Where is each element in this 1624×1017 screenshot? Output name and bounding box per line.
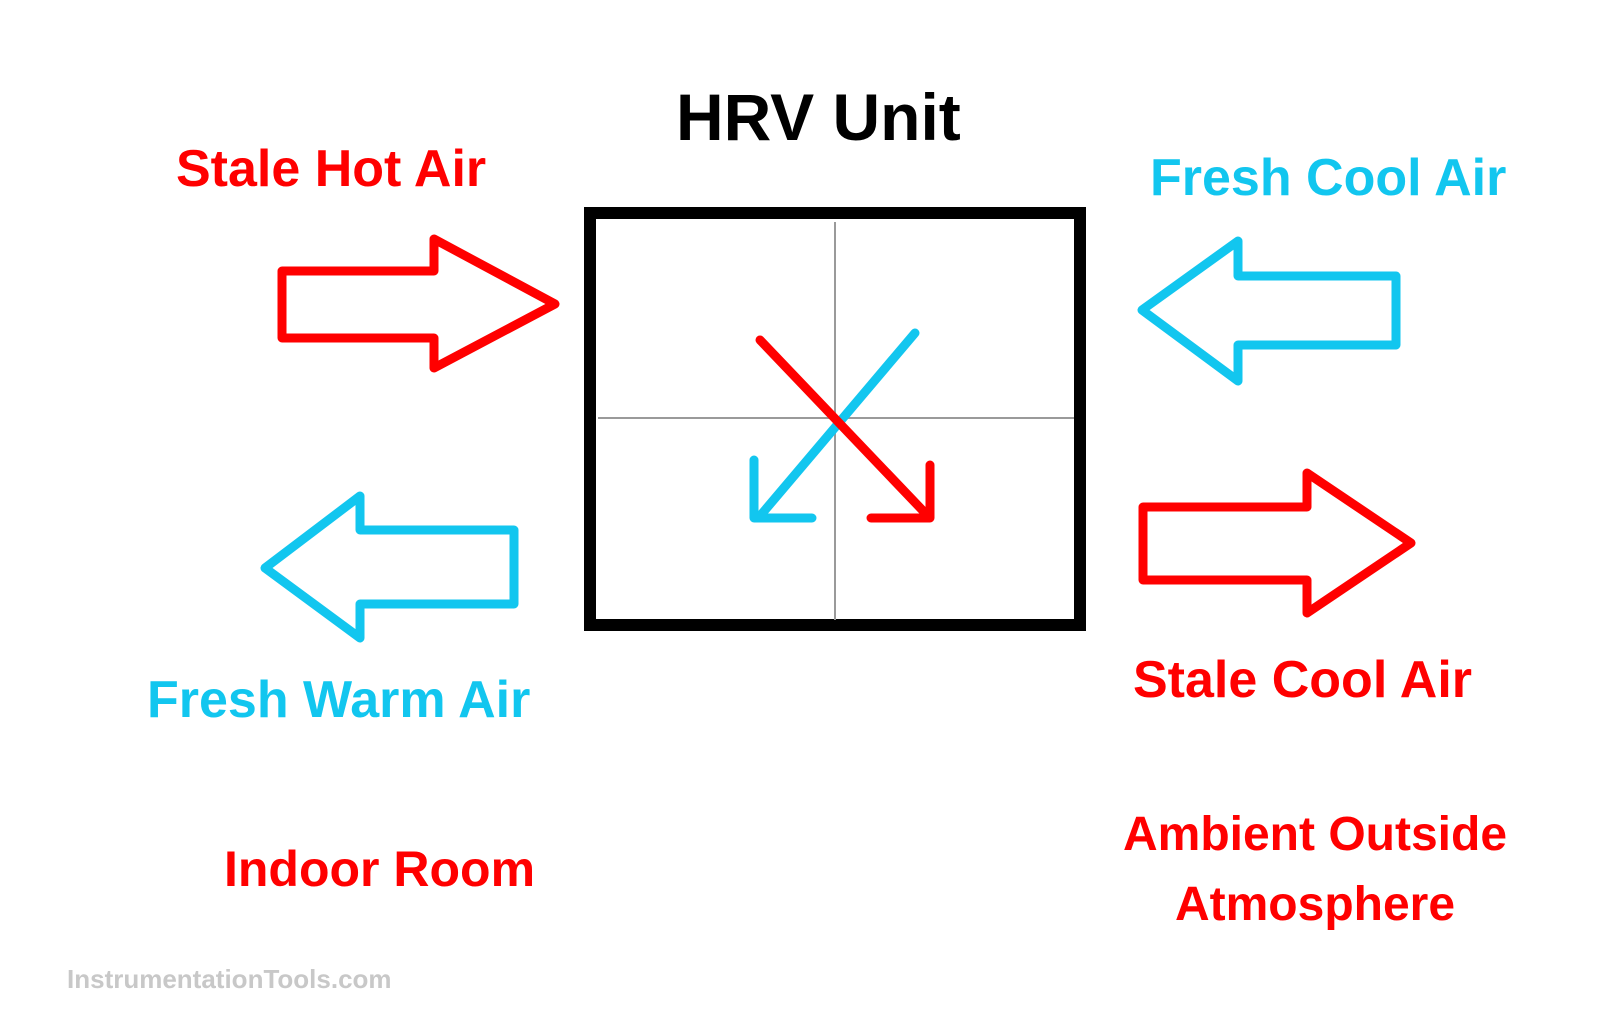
internal-hot-flow-arrow [755,335,935,523]
stale-cool-air-label: Stale Cool Air [1133,651,1473,709]
hrv-unit-box [584,207,1086,631]
diagram-title: HRV Unit [676,80,961,154]
ambient-line-2: Atmosphere [1174,877,1456,931]
stale-hot-air-label: Stale Hot Air [176,140,487,198]
fresh-warm-air-arrow [260,491,519,643]
watermark: InstrumentationTools.com [67,964,392,994]
stale-cool-air-arrow [1138,468,1416,618]
fresh-cool-air-arrow [1137,236,1401,386]
fresh-warm-air-label: Fresh Warm Air [147,671,531,729]
stale-hot-air-arrow [277,234,560,373]
ambient-outside-atmosphere-label: Ambient Outside Atmosphere [1100,800,1530,939]
indoor-room-label: Indoor Room [224,841,536,897]
fresh-cool-air-label: Fresh Cool Air [1150,149,1507,207]
ambient-line-1: Ambient Outside [1122,808,1508,861]
